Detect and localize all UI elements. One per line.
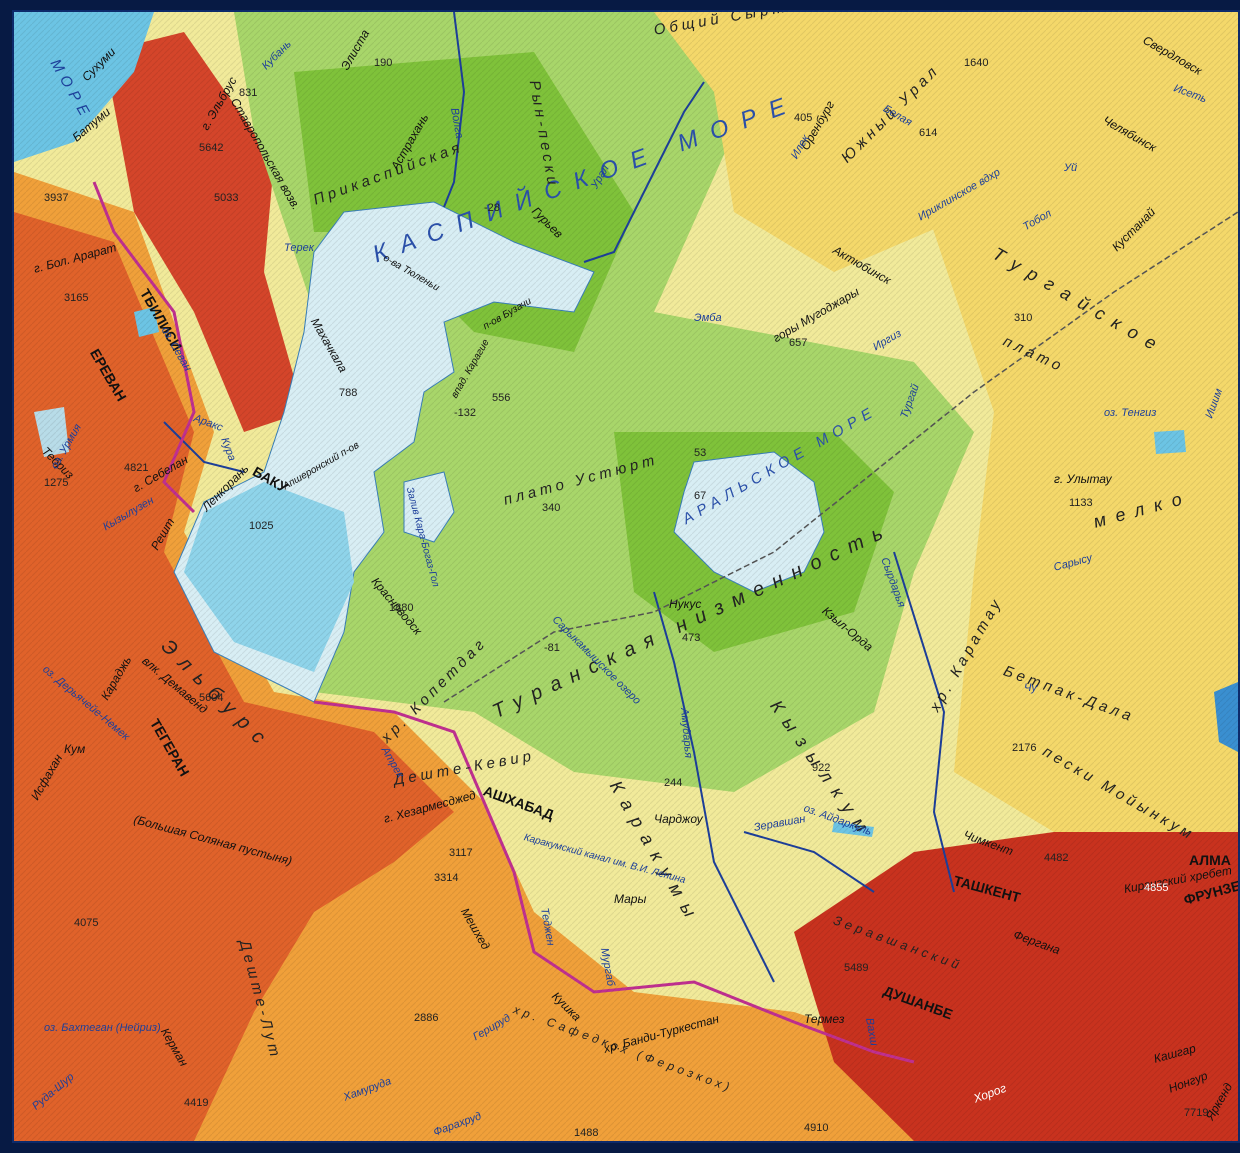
elev-5489: 5489 bbox=[844, 962, 869, 974]
city-chardzhou: Чарджоу bbox=[654, 812, 703, 826]
elev-3314: 3314 bbox=[434, 872, 459, 884]
city-termez: Термез bbox=[804, 1012, 845, 1026]
elev-788: 788 bbox=[339, 387, 358, 399]
elev-310: 310 bbox=[1014, 312, 1033, 324]
elev-556: 556 bbox=[492, 392, 511, 404]
elev-5604: 5604 bbox=[199, 692, 224, 704]
elev-2886: 2886 bbox=[414, 1012, 439, 1024]
elev-132: -132 bbox=[454, 407, 477, 419]
elev-81: -81 bbox=[544, 642, 560, 654]
elev-405: 405 bbox=[794, 112, 813, 124]
river-terek: Терек bbox=[284, 242, 314, 254]
river-emba: Эмба bbox=[694, 312, 722, 324]
elev-1488: 1488 bbox=[574, 1127, 599, 1139]
elev-2176: 2176 bbox=[1012, 742, 1037, 754]
elev-1640: 1640 bbox=[964, 57, 989, 69]
elev-28: -28 bbox=[484, 202, 500, 214]
elev-657: 657 bbox=[789, 337, 808, 349]
peak-ulytau: г. Улытау bbox=[1054, 472, 1112, 486]
elev-190: 190 bbox=[374, 57, 393, 69]
capital-alma: АЛМА bbox=[1189, 852, 1231, 868]
map-terrain bbox=[14, 12, 1238, 1141]
elev-473: 473 bbox=[682, 632, 701, 644]
city-kum: Кум bbox=[64, 742, 86, 756]
elev-3937: 3937 bbox=[44, 192, 69, 204]
elev-4482: 4482 bbox=[1044, 852, 1069, 864]
elev-4419: 4419 bbox=[184, 1097, 209, 1109]
elev-340: 340 bbox=[542, 502, 561, 514]
elev-244: 244 bbox=[664, 777, 683, 789]
elev-1133: 1133 bbox=[1069, 497, 1093, 509]
elev-831: 831 bbox=[239, 87, 258, 99]
river-chu: Чу bbox=[1024, 682, 1037, 694]
river-uy: Уй bbox=[1064, 162, 1078, 174]
elev-4075: 4075 bbox=[74, 917, 99, 929]
elev-4855: 4855 bbox=[1144, 882, 1169, 894]
physical-map: КАСПИЙСКОЕ МОРЕ АРАЛЬСКОЕ МОРЕ МОРЕ Прик… bbox=[12, 10, 1240, 1143]
elev-5642: 5642 bbox=[199, 142, 224, 154]
elev-3165: 3165 bbox=[64, 292, 89, 304]
elev-922: 922 bbox=[812, 762, 831, 774]
city-mary: Мары bbox=[614, 892, 647, 906]
elev-67: 67 bbox=[694, 490, 707, 502]
elev-1880: 1880 bbox=[389, 602, 414, 614]
elev-1025: 1025 bbox=[249, 520, 274, 532]
lake-label-tengiz: оз. Тенгиз bbox=[1104, 407, 1157, 419]
elev-614: 614 bbox=[919, 127, 938, 139]
elev-7719: 7719 bbox=[1184, 1107, 1209, 1119]
city-nukus: Нукус bbox=[669, 597, 702, 611]
elev-3117: 3117 bbox=[449, 847, 473, 859]
elev-1275: 1275 bbox=[44, 477, 69, 489]
elev-4910: 4910 bbox=[804, 1122, 829, 1134]
elev-4821: 4821 bbox=[124, 462, 149, 474]
lake-label-bakhtegan: оз. Бахтеган (Нейриз) bbox=[44, 1022, 161, 1034]
relief-shading bbox=[14, 12, 1238, 1141]
elev-5033: 5033 bbox=[214, 192, 239, 204]
elev-53: 53 bbox=[694, 447, 707, 459]
